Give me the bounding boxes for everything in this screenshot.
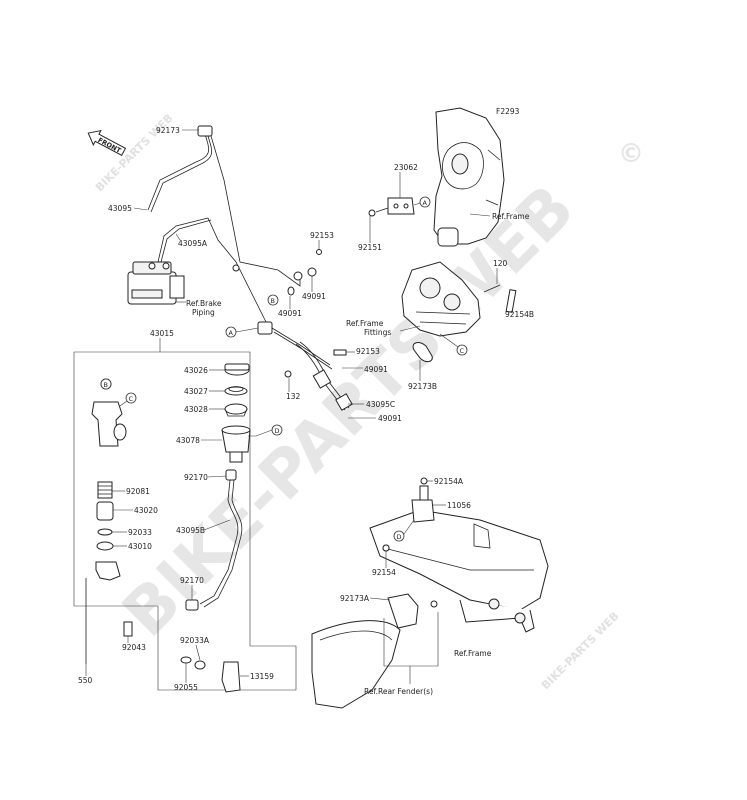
callout-c-mid-label: C	[460, 347, 465, 355]
rear-frame-bracket	[369, 485, 549, 633]
part-label-43028: 43028	[184, 405, 208, 414]
callout-d-mid: D	[271, 424, 283, 436]
bracket-23062	[368, 197, 415, 217]
part-label-92154: 92154	[372, 568, 396, 577]
part-label-92033: 92033	[128, 528, 152, 537]
part-label-43095: 43095	[108, 204, 132, 213]
frame-top	[433, 107, 505, 247]
callout-a-top: A	[419, 196, 431, 208]
callout-a-top-label: A	[423, 199, 428, 207]
rear-fender	[311, 593, 438, 709]
ref-frame-fittings-line2: Fittings	[364, 328, 391, 337]
part-label-92173B: 92173B	[408, 382, 437, 391]
ref-rear-fender: Ref.Rear Fender(s)	[364, 687, 433, 696]
part-label-49091-top: 49091	[302, 292, 326, 301]
watermark-copyright: ©	[618, 139, 644, 169]
front-arrow-label: FRONT	[96, 136, 122, 155]
part-label-132: 132	[286, 392, 301, 401]
ref-brake-piping-line1: Ref.Brake	[186, 299, 222, 308]
part-labels: 92173 43095 43095A 92153 49091 49091 230…	[78, 126, 534, 692]
part-label-43010: 43010	[128, 542, 152, 551]
callout-d-bottom-label: D	[397, 533, 402, 541]
part-label-43020: 43020	[134, 506, 158, 515]
part-label-43095A: 43095A	[178, 239, 208, 248]
frame-fittings	[401, 261, 517, 363]
callout-c-mid: C	[456, 344, 468, 356]
part-label-92081: 92081	[126, 487, 150, 496]
watermark-small-top: BIKE-PARTS WEB	[93, 111, 176, 194]
callout-d-bottom: D	[393, 530, 405, 542]
part-label-23062: 23062	[394, 163, 418, 172]
part-label-43095B: 43095B	[176, 526, 205, 535]
part-label-13159: 13159	[250, 672, 274, 681]
callout-d-mid-label: D	[275, 427, 280, 435]
part-label-43095C: 43095C	[366, 400, 395, 409]
brake-hoses	[147, 125, 333, 370]
callout-b-top-label: B	[271, 297, 275, 305]
ref-frame-bottom: Ref.Frame	[454, 649, 492, 658]
part-label-92173: 92173	[156, 126, 180, 135]
part-label-92151: 92151	[358, 243, 382, 252]
ref-frame-fittings-line1: Ref.Frame	[346, 319, 384, 328]
callout-b-left: B	[100, 378, 112, 390]
callout-c-left: C	[125, 392, 137, 404]
abs-unit	[127, 261, 185, 305]
hose-43095C	[295, 341, 353, 411]
front-arrow: FRONT	[87, 130, 127, 157]
part-label-92154B: 92154B	[505, 310, 534, 319]
part-label-43027: 43027	[184, 387, 208, 396]
rear-fender-bracket-line	[383, 612, 439, 667]
part-label-49091-mid: 49091	[364, 365, 388, 374]
ref-brake-piping-line2: Piping	[192, 308, 215, 317]
part-label-92173A: 92173A	[340, 594, 370, 603]
callout-a-mid: A	[225, 326, 237, 338]
part-label-49091-b: 49091	[278, 309, 302, 318]
part-label-92153-mid: 92153	[356, 347, 380, 356]
part-label-49091-low: 49091	[378, 414, 402, 423]
part-label-11056: 11056	[447, 501, 471, 510]
reservoir-parts	[221, 363, 251, 481]
hose-43095B	[185, 479, 243, 611]
callout-a-mid-label: A	[229, 329, 234, 337]
fitting-13159	[180, 656, 241, 693]
part-label-43026: 43026	[184, 366, 208, 375]
watermark-small-bottom: BIKE-PARTS WEB	[539, 609, 622, 692]
part-label-92154A: 92154A	[434, 477, 464, 486]
part-label-550: 550	[78, 676, 93, 685]
master-cylinder-body	[85, 378, 133, 664]
part-label-92033A: 92033A	[180, 636, 210, 645]
master-cylinder-box	[73, 338, 297, 691]
part-label-43015: 43015	[150, 329, 174, 338]
part-label-92170-a: 92170	[184, 473, 208, 482]
part-label-92153-top: 92153	[310, 231, 334, 240]
callout-b-left-label: B	[104, 381, 108, 389]
ref-frame-top: Ref.Frame	[492, 212, 530, 221]
part-label-43078: 43078	[176, 436, 200, 445]
callout-c-left-label: C	[129, 395, 134, 403]
part-label-92055: 92055	[174, 683, 198, 692]
part-label-92043: 92043	[122, 643, 146, 652]
part-label-120: 120	[493, 259, 508, 268]
part-label-92170-b: 92170	[180, 576, 204, 585]
figure-code: F2293	[496, 107, 520, 116]
callout-b-top: B	[267, 294, 279, 306]
